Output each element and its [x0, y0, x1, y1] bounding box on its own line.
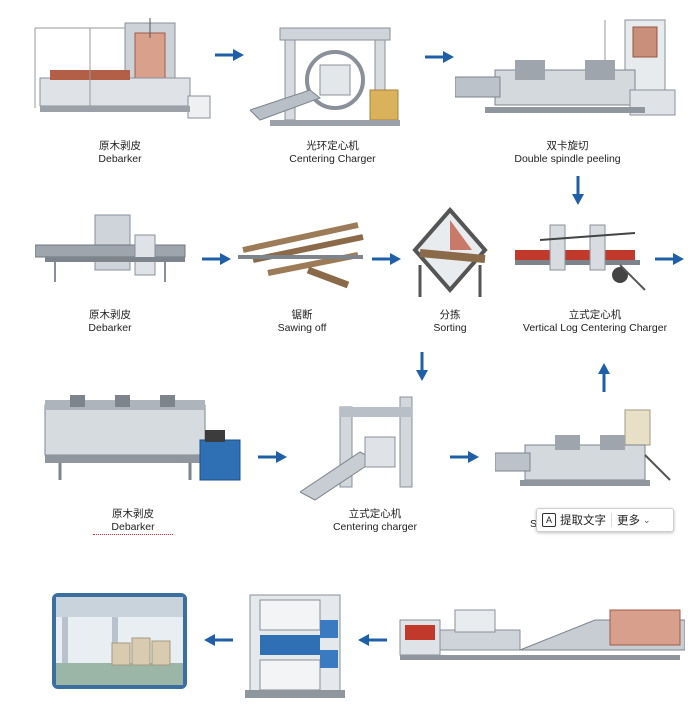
debarker-machine-image-3: [44, 395, 241, 481]
arrow-right-icon: [655, 253, 684, 265]
debarker-machine-image-1: [34, 18, 211, 119]
arrow-right-icon: [202, 253, 231, 265]
text-extract-toolbar: A 提取文字 更多 ⌄: [536, 508, 674, 532]
step-cn-label: 分拣: [439, 309, 461, 321]
arrow-down-icon: [416, 352, 428, 381]
step-cn-label: 立式定心机: [568, 309, 622, 321]
step-centering-charger-caption: 光环定心机 Centering Charger: [275, 140, 390, 166]
toolbar-divider: [611, 513, 612, 527]
arrow-right-icon: [258, 451, 287, 463]
step-en-label: Sorting: [433, 322, 467, 334]
step-cn-label: 双卡旋切: [546, 140, 589, 152]
step-vertical-centering-caption: 立式定心机 Vertical Log Centering Charger: [515, 309, 675, 335]
step-en-label: Centering charger: [332, 521, 418, 533]
arrow-left-icon: [204, 634, 233, 646]
step-debarker-2-caption: 原木剥皮 Debarker: [70, 309, 150, 335]
warehouse-photo-image: [52, 593, 187, 689]
step-debarker-3-caption: 原木剥皮 Debarker: [93, 508, 173, 535]
vertical-log-centering-charger-image: [515, 224, 646, 291]
centering-charger-machine-image-2: [300, 396, 413, 501]
centering-charger-machine-image: [250, 27, 400, 126]
arrow-up-icon: [598, 363, 610, 392]
step-en-label: Debarker: [98, 153, 142, 165]
step-en-label: Sawing off: [277, 322, 327, 334]
arrow-right-icon: [215, 49, 244, 61]
step-debarker-1-caption: 原木剥皮 Debarker: [80, 140, 160, 166]
step-sawing-caption: 锯断 Sawing off: [262, 309, 342, 335]
step-spindle-peeling-2-caption: S: [530, 518, 640, 531]
double-spindle-peeling-machine-image: [455, 19, 676, 116]
arrow-left-icon: [358, 634, 387, 646]
step-cn-label: 锯断: [291, 309, 313, 321]
text-extract-icon: A: [542, 513, 556, 527]
sawing-off-machine-image: [238, 222, 364, 289]
step-cn-label: 原木剥皮: [89, 309, 131, 321]
step-en-label: S: [530, 518, 538, 530]
arrow-right-icon: [450, 451, 479, 463]
debarker-machine-image-2: [35, 214, 186, 282]
step-cn-label: 原木剥皮: [112, 508, 154, 520]
step-double-spindle-caption: 双卡旋切 Double spindle peeling: [505, 140, 630, 166]
veneer-dryer-line-image: [399, 609, 685, 660]
step-sorting-caption: 分拣 Sorting: [410, 309, 490, 335]
sorting-machine-image: [412, 206, 488, 297]
arrow-down-icon: [572, 176, 584, 205]
more-label: 更多: [617, 515, 640, 527]
more-button[interactable]: 更多 ⌄: [612, 509, 656, 531]
step-centering-charger-2-caption: 立式定心机 Centering charger: [320, 508, 430, 534]
step-cn-label: 立式定心机: [348, 508, 402, 520]
step-en-label: Debarker: [93, 521, 173, 535]
arrow-right-icon: [372, 253, 401, 265]
step-en-label: Vertical Log Centering Charger: [522, 322, 668, 334]
step-cn-label: 光环定心机: [306, 140, 359, 152]
sander-machine-image: [245, 594, 345, 698]
extract-text-button[interactable]: A 提取文字: [537, 509, 611, 531]
arrow-right-icon: [425, 51, 454, 63]
step-en-label: Debarker: [88, 322, 132, 334]
chevron-down-icon: ⌄: [643, 514, 651, 525]
step-cn-label: 原木剥皮: [99, 140, 141, 152]
step-en-label: Double spindle peeling: [514, 153, 621, 165]
spindle-peeling-machine-image-2: [495, 409, 671, 486]
extract-text-label: 提取文字: [560, 515, 606, 527]
step-en-label: Centering Charger: [289, 153, 376, 165]
